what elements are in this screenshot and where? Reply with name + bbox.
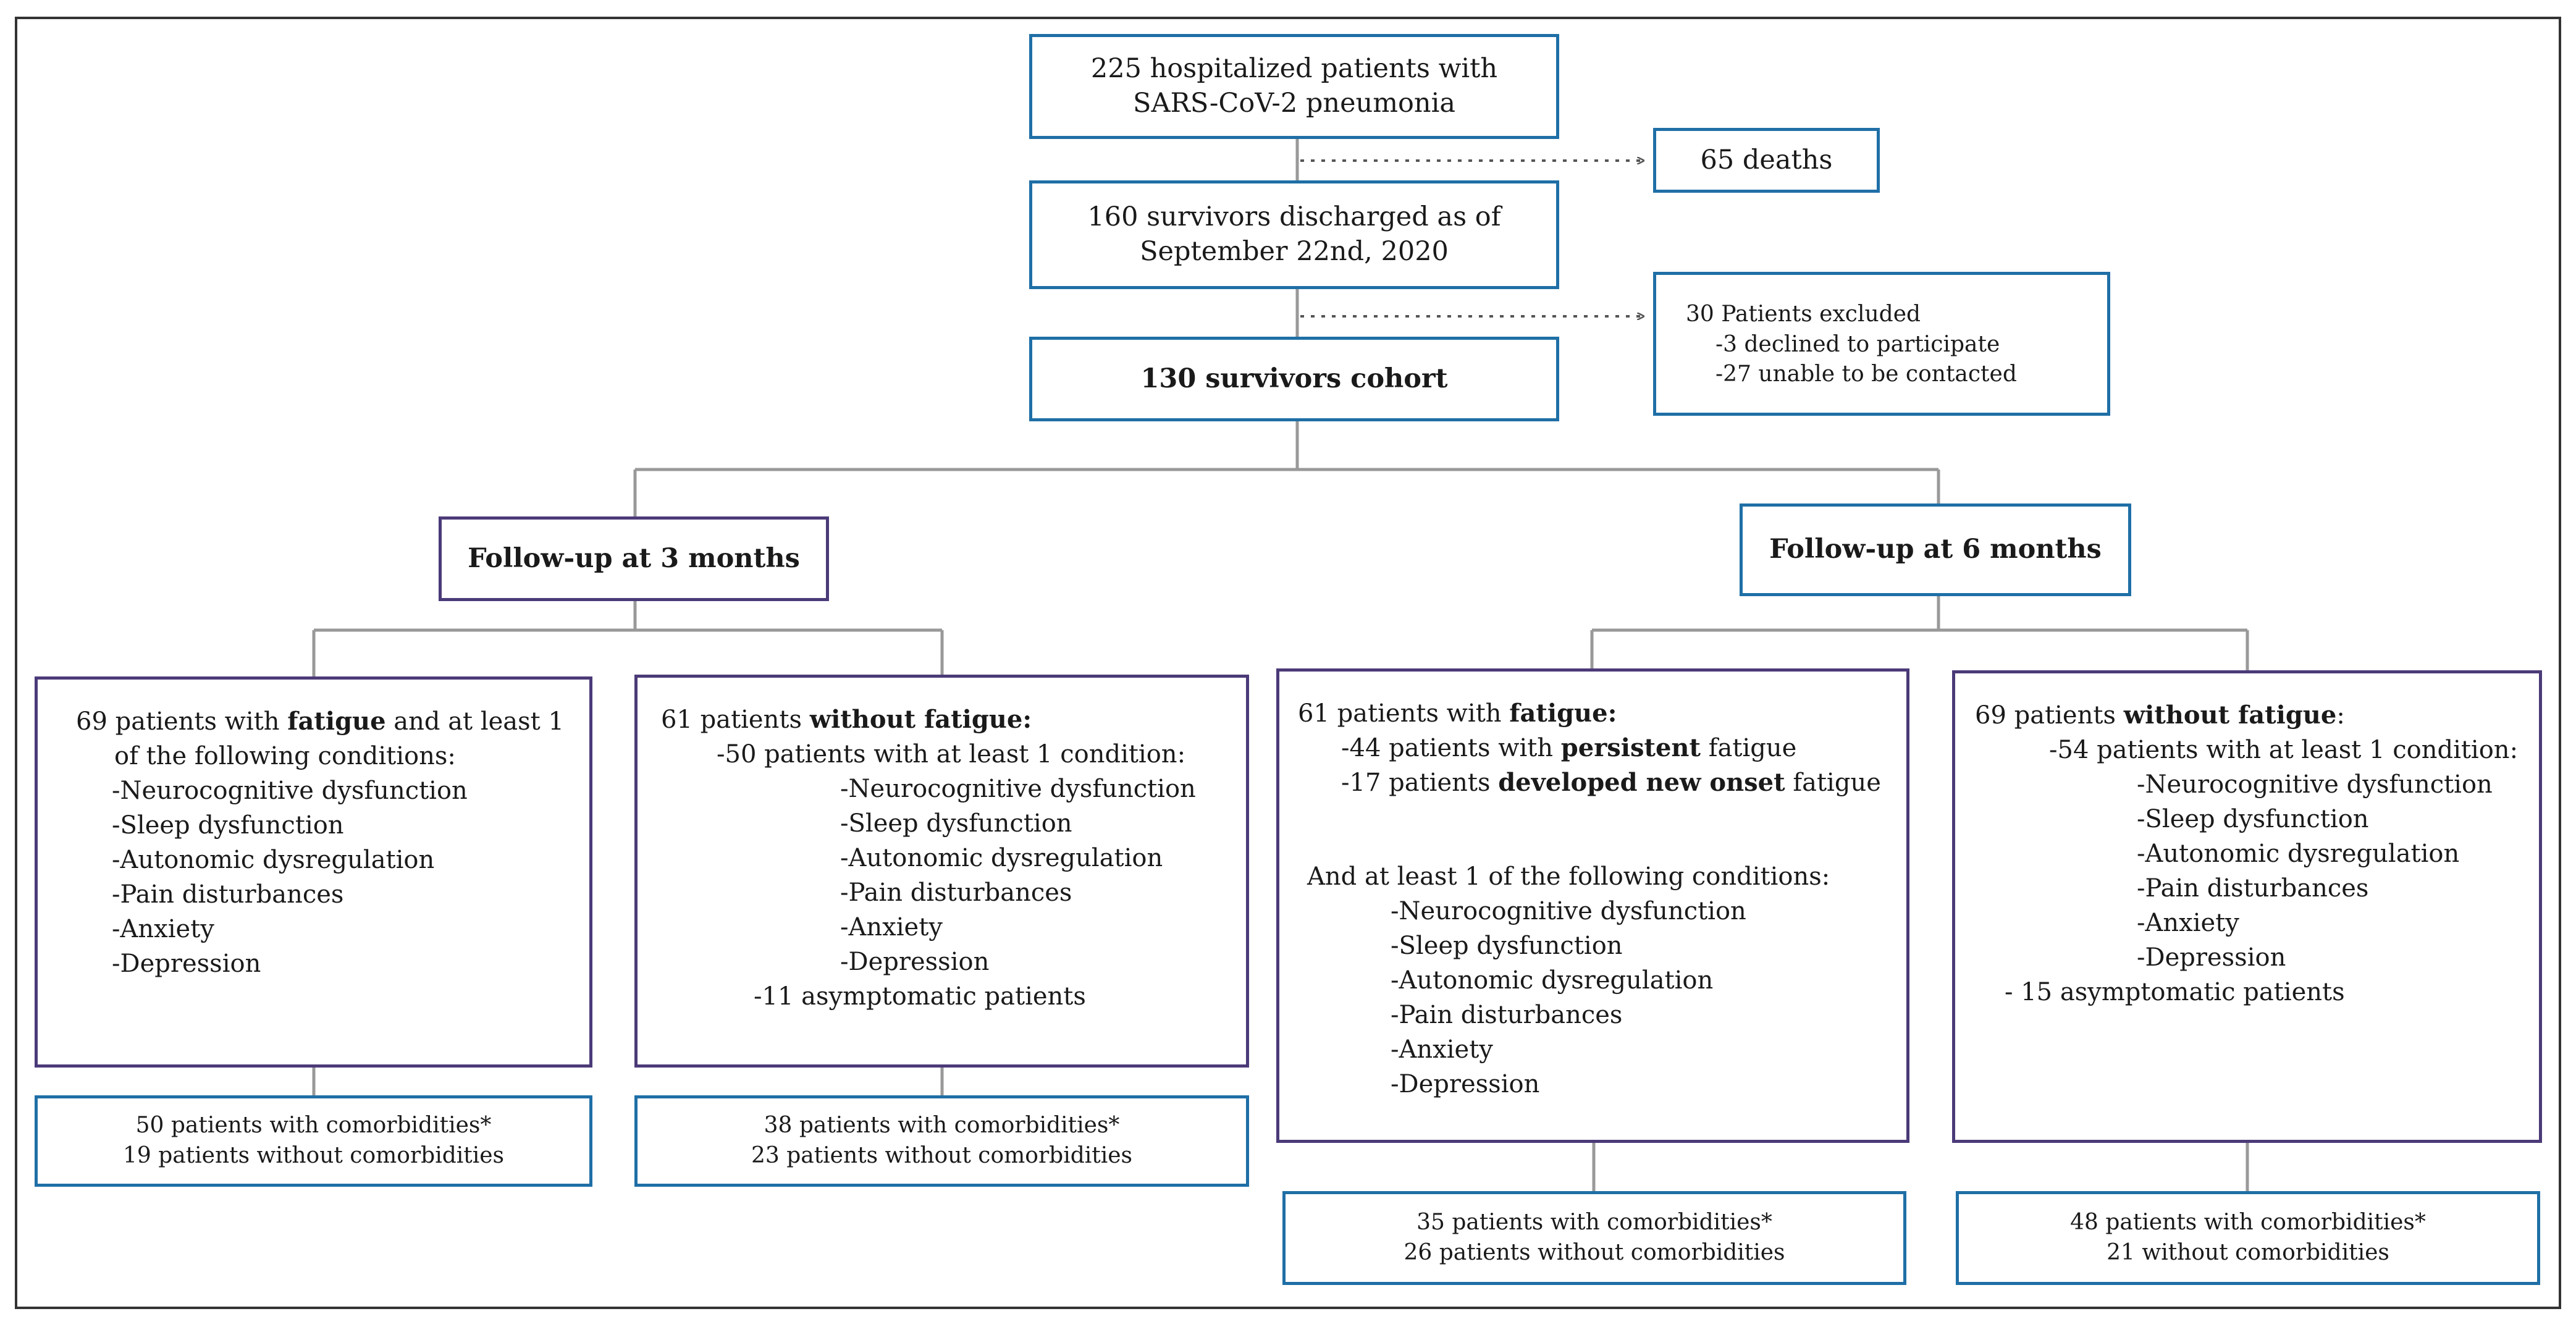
comorbidities-3m-fatigue-box: 50 patients with comorbidities* 19 patie… [35, 1095, 592, 1187]
condition-item: -Anxiety [1391, 1035, 1493, 1064]
fatigue-6m-and-line: And at least 1 of the following conditio… [1307, 862, 1830, 891]
condition-item: -Pain disturbances [840, 878, 1072, 907]
deaths-box: 65 deaths [1653, 128, 1880, 193]
condition-item: -Neurocognitive dysfunction [2137, 770, 2493, 799]
condition-item: -Sleep dysfunction [112, 811, 344, 840]
condition-item: -Sleep dysfunction [2137, 805, 2369, 833]
condition-item: -Depression [1391, 1070, 1540, 1098]
comorbidities-with: 38 patients with comorbidities* [764, 1113, 1120, 1139]
fatigue-3m-line2: of the following conditions: [114, 742, 456, 770]
fatigue-6m-new-post: fatigue [1785, 769, 1881, 797]
fatigue-6m-pre: 61 patients with [1298, 699, 1510, 728]
discharged-line-2: September 22nd, 2020 [1140, 236, 1449, 267]
condition-item: -Pain disturbances [112, 880, 344, 909]
no-fatigue-3m-sub: -50 patients with at least 1 condition: [717, 740, 1186, 769]
comorbidities-with: 50 patients with comorbidities* [135, 1113, 492, 1139]
condition-item: -Pain disturbances [1391, 1001, 1623, 1029]
comorbidities-with: 48 patients with comorbidities* [2070, 1210, 2426, 1236]
no-fatigue-3m-pre: 61 patients [661, 706, 810, 734]
comorbidities-without: 26 patients without comorbidities [1404, 1240, 1785, 1265]
fatigue-6m-persist-bold: persistent [1560, 733, 1701, 762]
comorbidities-6m-no-fatigue-box: 48 patients with comorbidities* 21 witho… [1956, 1191, 2540, 1285]
admitted-box: 225 hospitalized patients with SARS-CoV-… [1029, 34, 1559, 139]
excluded-item: -27 unable to be contacted [1715, 361, 2017, 387]
fatigue-3m-post: and at least 1 [385, 707, 564, 736]
followup-6-months-box: Follow-up at 6 months [1740, 503, 2131, 596]
fatigue-6m-box: 61 patients with fatigue: -44 patients w… [1276, 668, 1909, 1143]
discharged-line-1: 160 survivors discharged as of [1087, 201, 1501, 233]
cohort-label: 130 survivors cohort [1140, 363, 1448, 394]
fatigue-6m-persist-pre: -44 patients with [1341, 734, 1561, 762]
condition-item: -Anxiety [2137, 909, 2239, 937]
no-fatigue-6m-post: : [2336, 701, 2345, 730]
condition-item: -Sleep dysfunction [840, 809, 1072, 838]
no-fatigue-6m-sub: -54 patients with at least 1 condition: [2049, 736, 2519, 764]
condition-item: -Pain disturbances [2137, 874, 2369, 903]
followup-6-title: Follow-up at 6 months [1769, 534, 2102, 565]
no-fatigue-3m-bold: without fatigue: [809, 705, 1032, 734]
comorbidities-without: 23 patients without comorbidities [751, 1143, 1133, 1168]
deaths-label: 65 deaths [1700, 144, 1833, 175]
condition-item: -Autonomic dysregulation [840, 844, 1163, 872]
fatigue-3m-bold: fatigue [287, 707, 386, 736]
comorbidities-3m-no-fatigue-box: 38 patients with comorbidities* 23 patie… [634, 1095, 1249, 1187]
comorbidities-with: 35 patients with comorbidities* [1416, 1210, 1772, 1236]
fatigue-6m-new-pre: -17 patients [1341, 769, 1499, 797]
condition-item: -Autonomic dysregulation [112, 846, 435, 874]
admitted-line-1: 225 hospitalized patients with [1090, 53, 1498, 85]
no-fatigue-3m-box: 61 patients without fatigue: -50 patient… [634, 675, 1249, 1068]
excluded-item: -3 declined to participate [1715, 331, 2000, 357]
condition-item: -Anxiety [840, 913, 943, 942]
excluded-box: 30 Patients excluded -3 declined to part… [1653, 272, 2110, 416]
figure-frame [15, 17, 2561, 1309]
condition-item: -Neurocognitive dysfunction [112, 777, 468, 805]
fatigue-3m-box: 69 patients with fatigue and at least 1 … [35, 676, 592, 1068]
condition-item: -Depression [2137, 943, 2286, 972]
comorbidities-without: 21 without comorbidities [2107, 1240, 2389, 1265]
followup-3-title: Follow-up at 3 months [468, 542, 800, 574]
admitted-line-2: SARS-CoV-2 pneumonia [1132, 88, 1455, 119]
discharged-box: 160 survivors discharged as of September… [1029, 180, 1559, 289]
condition-item: -Autonomic dysregulation [1391, 966, 1714, 995]
fatigue-6m-bold: fatigue: [1509, 699, 1617, 728]
condition-item: -Sleep dysfunction [1391, 932, 1623, 960]
no-fatigue-6m-asymptomatic: - 15 asymptomatic patients [2005, 978, 2345, 1006]
no-fatigue-6m-pre: 69 patients [1975, 701, 2124, 730]
condition-item: -Depression [112, 950, 261, 978]
condition-item: -Neurocognitive dysfunction [1391, 897, 1746, 925]
condition-item: -Autonomic dysregulation [2137, 840, 2460, 868]
cohort-box: 130 survivors cohort [1029, 337, 1559, 421]
condition-item: -Depression [840, 948, 990, 976]
condition-item: -Neurocognitive dysfunction [840, 775, 1196, 803]
comorbidities-6m-fatigue-box: 35 patients with comorbidities* 26 patie… [1282, 1191, 1906, 1285]
fatigue-6m-persist-post: fatigue [1701, 734, 1797, 762]
fatigue-3m-pre: 69 patients with [76, 707, 288, 736]
fatigue-6m-new-bold: developed new onset [1498, 768, 1785, 797]
no-fatigue-6m-box: 69 patients without fatigue: -54 patient… [1952, 670, 2542, 1143]
followup-3-months-box: Follow-up at 3 months [439, 516, 829, 601]
no-fatigue-6m-bold: without fatigue [2123, 701, 2337, 730]
condition-item: -Anxiety [112, 915, 214, 943]
comorbidities-without: 19 patients without comorbidities [122, 1143, 505, 1168]
excluded-title: 30 Patients excluded [1686, 301, 1921, 327]
no-fatigue-3m-asymptomatic: -11 asymptomatic patients [754, 982, 1086, 1011]
